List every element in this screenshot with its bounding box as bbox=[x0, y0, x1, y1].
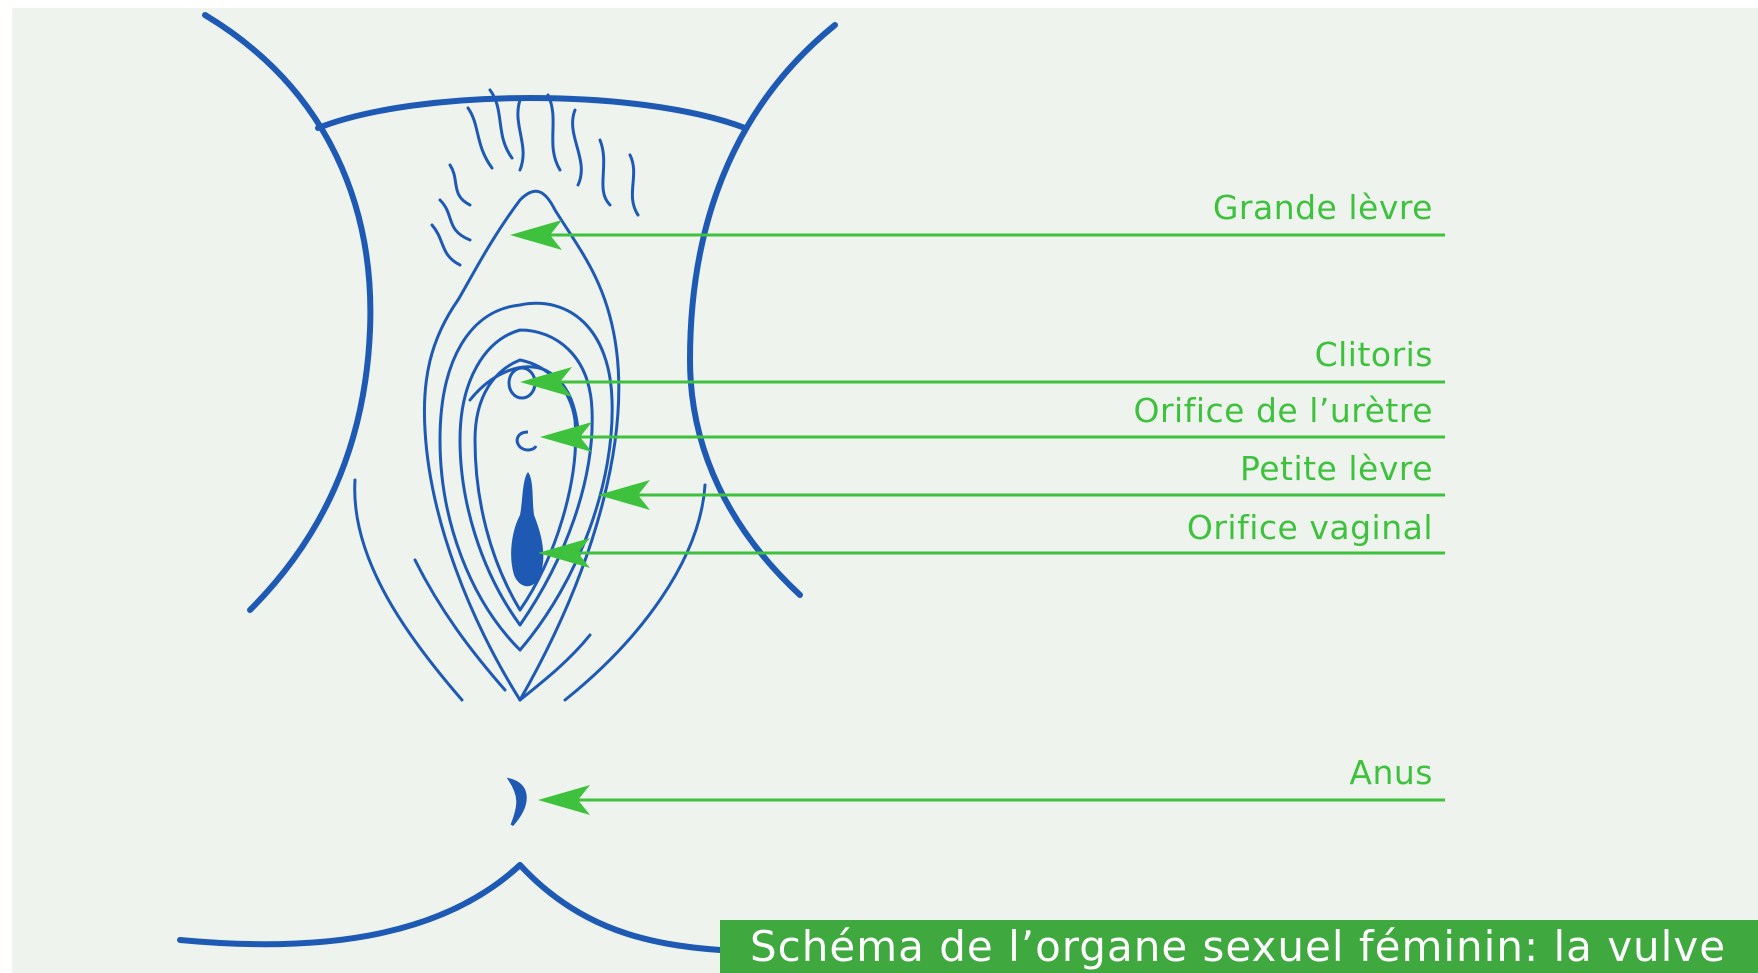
label-grande-levre: Grande lèvre bbox=[1213, 188, 1433, 227]
label-orifice-uretre: Orifice de l’urètre bbox=[1134, 391, 1433, 430]
caption-banner: Schéma de l’organe sexuel féminin: la vu… bbox=[720, 920, 1758, 973]
diagram-background bbox=[12, 8, 1758, 973]
label-orifice-vaginal: Orifice vaginal bbox=[1187, 508, 1433, 547]
caption-text: Schéma de l’organe sexuel féminin: la vu… bbox=[750, 922, 1726, 971]
label-petite-levre: Petite lèvre bbox=[1240, 449, 1433, 488]
label-clitoris: Clitoris bbox=[1315, 335, 1433, 374]
label-anus: Anus bbox=[1349, 753, 1433, 792]
